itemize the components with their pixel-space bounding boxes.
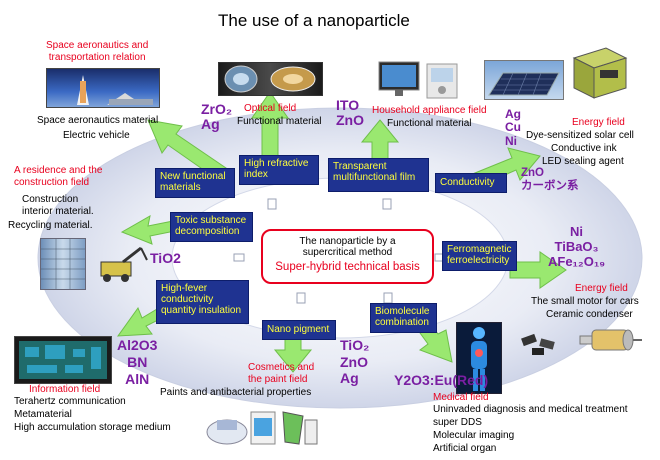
- medical-body-image: [456, 322, 502, 394]
- diagram-title: The use of a nanoparticle: [218, 11, 410, 30]
- label-nano-pigment: Nano pigment: [262, 320, 336, 340]
- construction-robot-image: [93, 244, 151, 282]
- residence-item-0: Construction interior material.: [22, 194, 94, 217]
- optical-lens-image: [218, 62, 323, 96]
- household-appliance-image: [373, 60, 473, 100]
- medical-materials: Y2O3:Eu(Red): [394, 372, 489, 388]
- solar-panel-image: [484, 60, 564, 100]
- cosmetics-item-0: Paints and antibacterial properties: [160, 387, 312, 398]
- medical-item-0: Uninvaded diagnosis and medical treatmen…: [433, 404, 628, 415]
- information-item-0: Terahertz communication: [14, 396, 126, 407]
- household-field-title: Household appliance field: [372, 105, 487, 116]
- space-item-1: Electric vehicle: [63, 130, 130, 141]
- household-item-0: Functional material: [387, 118, 472, 129]
- motor-image: [574, 320, 644, 360]
- label-high-fever: High-fever conductivity quantity insulat…: [156, 280, 249, 324]
- residence-materials: TiO2: [150, 250, 181, 266]
- connector-stub: [382, 198, 392, 210]
- optical-materials: ZrO₂ Ag: [201, 101, 233, 133]
- residence-item-1: Recycling material.: [8, 220, 93, 231]
- energy1-extra-materials: ZnO カーボン系: [521, 167, 579, 193]
- arrow-energy2: [509, 251, 567, 289]
- medical-field-title: Medical field: [433, 392, 489, 403]
- optical-item-0: Functional material: [237, 116, 322, 127]
- energy1-item-2: LED sealing agent: [542, 156, 624, 167]
- energy1-field-title: Energy field: [572, 117, 625, 128]
- capacitor-image: [516, 322, 568, 358]
- optical-field-title: Optical field: [244, 103, 297, 114]
- center-line3: Super-hybrid technical basis: [275, 261, 420, 273]
- energy2-field-title: Energy field: [575, 283, 628, 294]
- label-conductivity: Conductivity: [435, 173, 507, 193]
- energy1-item-1: Conductive ink: [551, 143, 617, 154]
- residence-field-title: A residence and the construction field: [14, 165, 103, 188]
- battery-module-image: [568, 40, 630, 102]
- label-ferro: Ferromagnetic ferroelectricity: [442, 241, 517, 271]
- center-line1: The nanoparticle by a: [299, 236, 396, 247]
- label-high-refractive: High refractive index: [239, 155, 319, 185]
- skyscraper-image: [40, 238, 86, 290]
- connector-stub: [233, 253, 245, 262]
- information-item-2: High accumulation storage medium: [14, 422, 171, 433]
- space-field-title: Space aeronautics and transportation rel…: [46, 40, 149, 63]
- connector-stub: [267, 198, 277, 210]
- household-materials: ITO ZnO: [336, 97, 364, 129]
- connector-stub: [383, 292, 393, 304]
- cosmetics-field-title: Cosmetics and the paint field: [248, 362, 315, 385]
- information-field-title: Information field: [29, 384, 101, 395]
- arrow-space: [147, 119, 227, 181]
- space-item-0: Space aeronautics material: [37, 115, 159, 126]
- energy2-item-0: The small motor for cars: [531, 296, 639, 307]
- energy1-item-0: Dye-sensitized solar cell: [526, 130, 634, 141]
- circuit-board-image: [14, 336, 112, 384]
- connector-stub: [296, 292, 306, 304]
- center-line2: supercritical method: [302, 247, 393, 258]
- center-box: The nanoparticle by a supercritical meth…: [261, 229, 434, 284]
- label-toxic: Toxic substance decomposition: [170, 212, 253, 242]
- cosmetics-paint-image: [205, 402, 321, 450]
- cosmetics-materials: TiO₂ ZnO Ag: [340, 337, 370, 387]
- space-shuttle-image: [46, 68, 160, 108]
- energy2-item-1: Ceramic condenser: [546, 309, 633, 320]
- label-transparent: Transparent multifunctional film: [328, 158, 429, 192]
- medical-item-1: super DDS: [433, 417, 482, 428]
- label-biomolecule: Biomolecule combination: [370, 303, 437, 333]
- energy1-materials: Ag Cu Ni: [505, 107, 521, 148]
- information-item-1: Metamaterial: [14, 409, 72, 420]
- energy2-materials: Ni TiBaO₃ AFe₁₂O₁₉: [548, 224, 606, 269]
- information-materials: Al2O3 BN AlN: [117, 337, 158, 387]
- label-new-functional: New functional materials: [155, 168, 235, 198]
- medical-item-3: Artificial organ: [433, 443, 497, 454]
- medical-item-2: Molecular imaging: [433, 430, 515, 441]
